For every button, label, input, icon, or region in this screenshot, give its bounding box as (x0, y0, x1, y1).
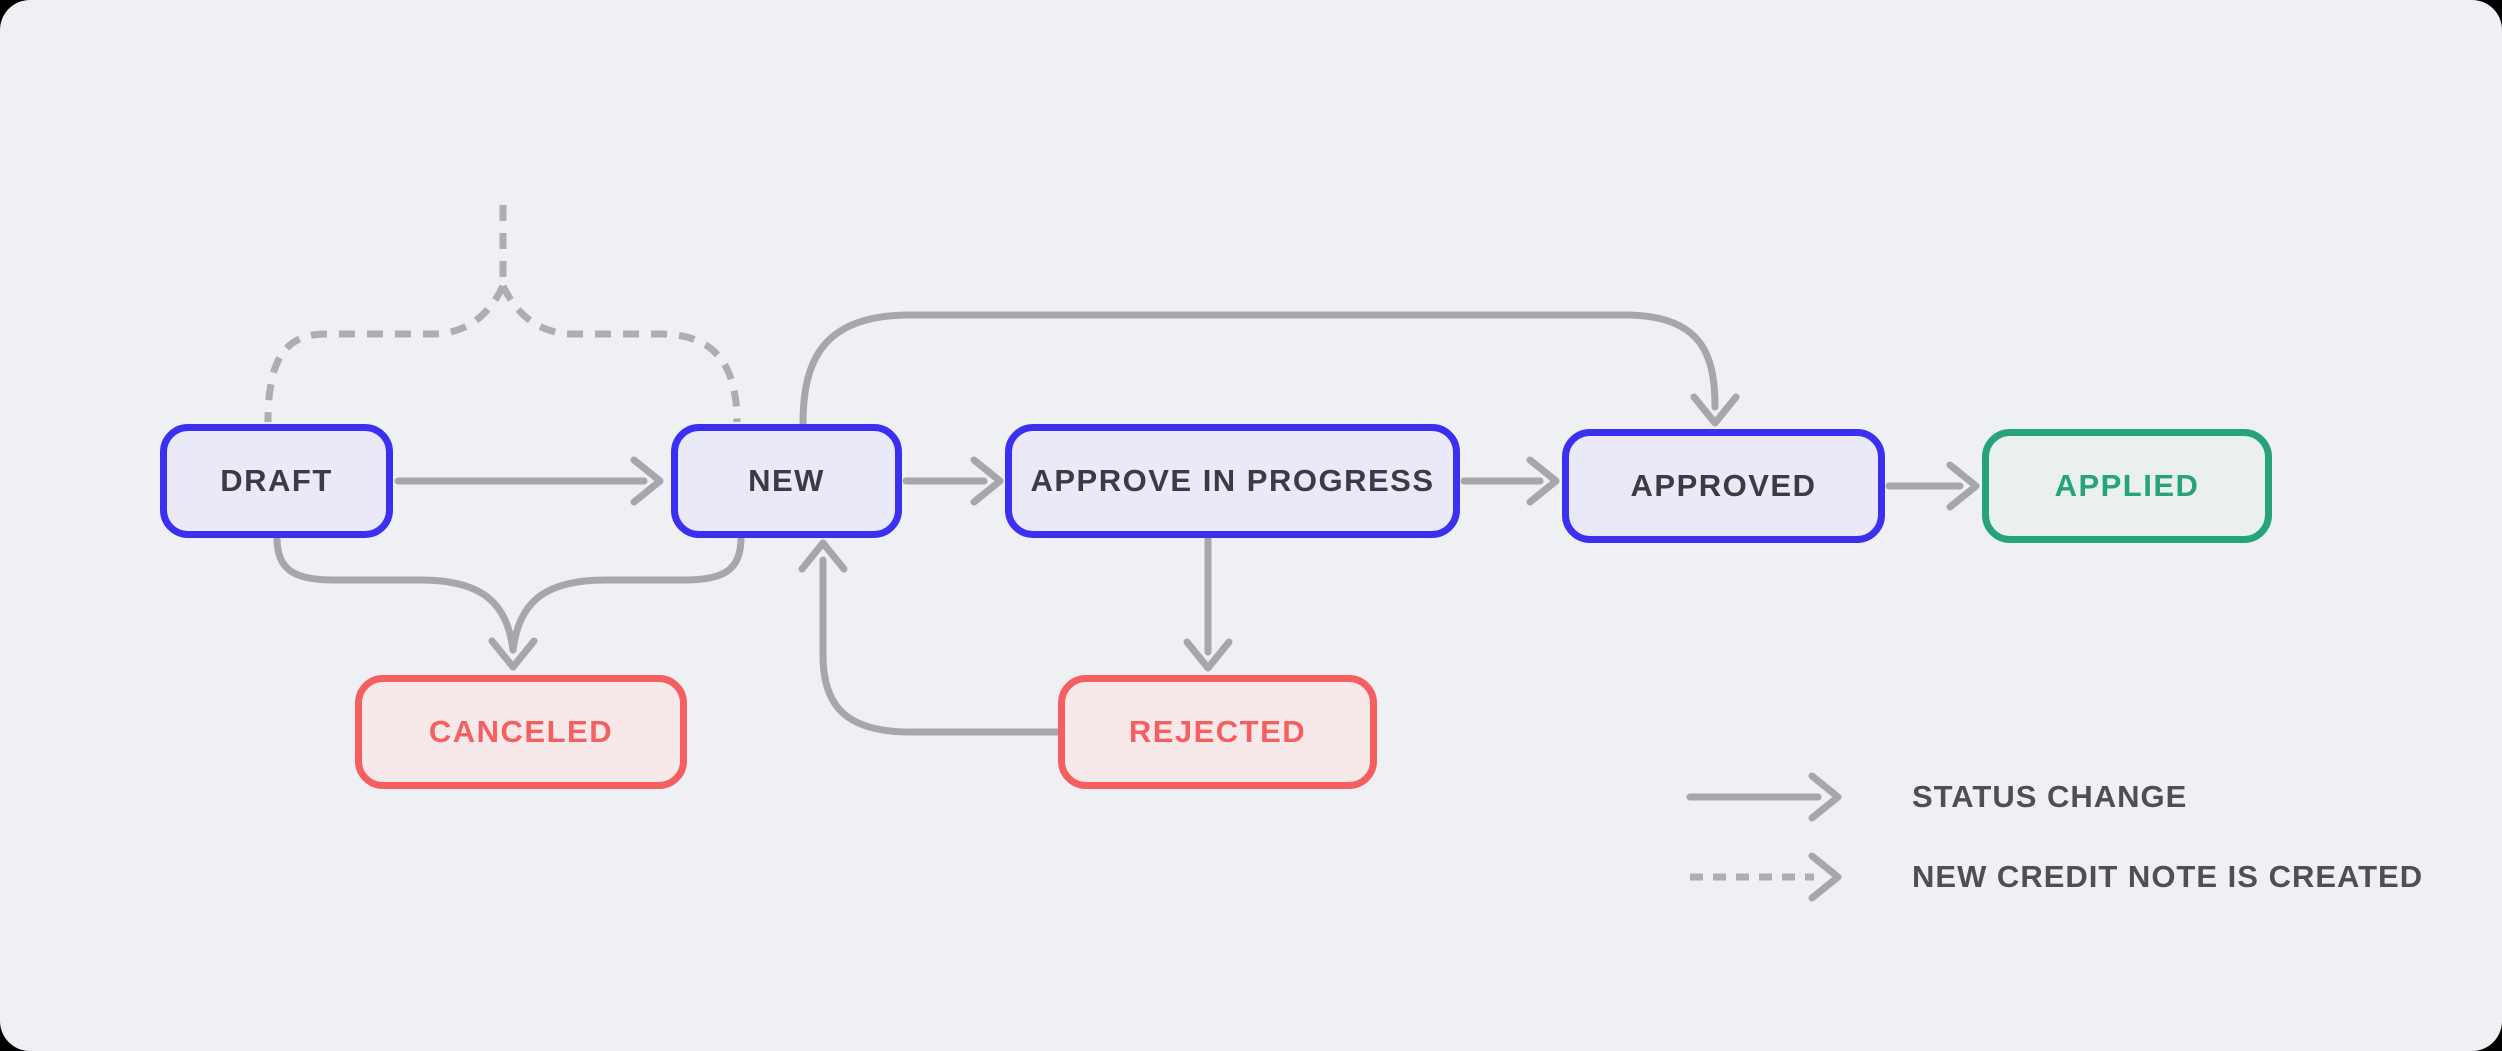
node-new: NEW (671, 424, 902, 538)
node-canceled: CANCELED (355, 675, 687, 789)
dashed-branch-to-new (499, 284, 741, 423)
arrowhead-new-to-approve-in-progress (970, 456, 1004, 506)
legend-solid-arrowhead (1808, 772, 1842, 822)
node-approve-in-progress-label: APPROVE IN PROGRESS (1030, 463, 1435, 498)
arrowhead-approve-in-progress-to-approved (1526, 456, 1560, 506)
node-applied-label: APPLIED (2054, 468, 2200, 503)
node-new-label: NEW (748, 463, 825, 498)
node-canceled-label: CANCELED (428, 714, 614, 749)
node-rejected: REJECTED (1058, 675, 1377, 789)
arrowhead-approve-in-progress-to-rejected (1183, 638, 1233, 672)
arrowhead-approved-to-applied (1946, 461, 1980, 511)
edge-new-to-approved-arc (799, 311, 1719, 428)
node-rejected-label: REJECTED (1128, 714, 1307, 749)
node-approve-in-progress: APPROVE IN PROGRESS (1005, 424, 1460, 538)
node-applied: APPLIED (1982, 429, 2272, 543)
edge-new-to-canceled (509, 534, 745, 654)
arrowhead-draft-to-new (630, 456, 664, 506)
arrowhead-to-canceled (488, 637, 538, 671)
legend-status-change-label: STATUS CHANGE (1912, 779, 2188, 814)
node-approved: APPROVED (1562, 429, 1885, 543)
dashed-branch-to-draft (264, 284, 507, 423)
edge-draft-to-canceled (273, 534, 517, 654)
node-draft: DRAFT (160, 424, 393, 538)
node-approved-label: APPROVED (1630, 468, 1817, 503)
legend-new-credit-note-label: NEW CREDIT NOTE IS CREATED (1912, 859, 2424, 894)
legend-dashed-arrowhead (1808, 852, 1842, 902)
edge-rejected-to-new (819, 556, 1062, 736)
node-draft-label: DRAFT (220, 463, 333, 498)
arrowhead-rejected-to-new (798, 539, 848, 573)
arrowhead-new-to-approved-arc (1690, 393, 1740, 427)
